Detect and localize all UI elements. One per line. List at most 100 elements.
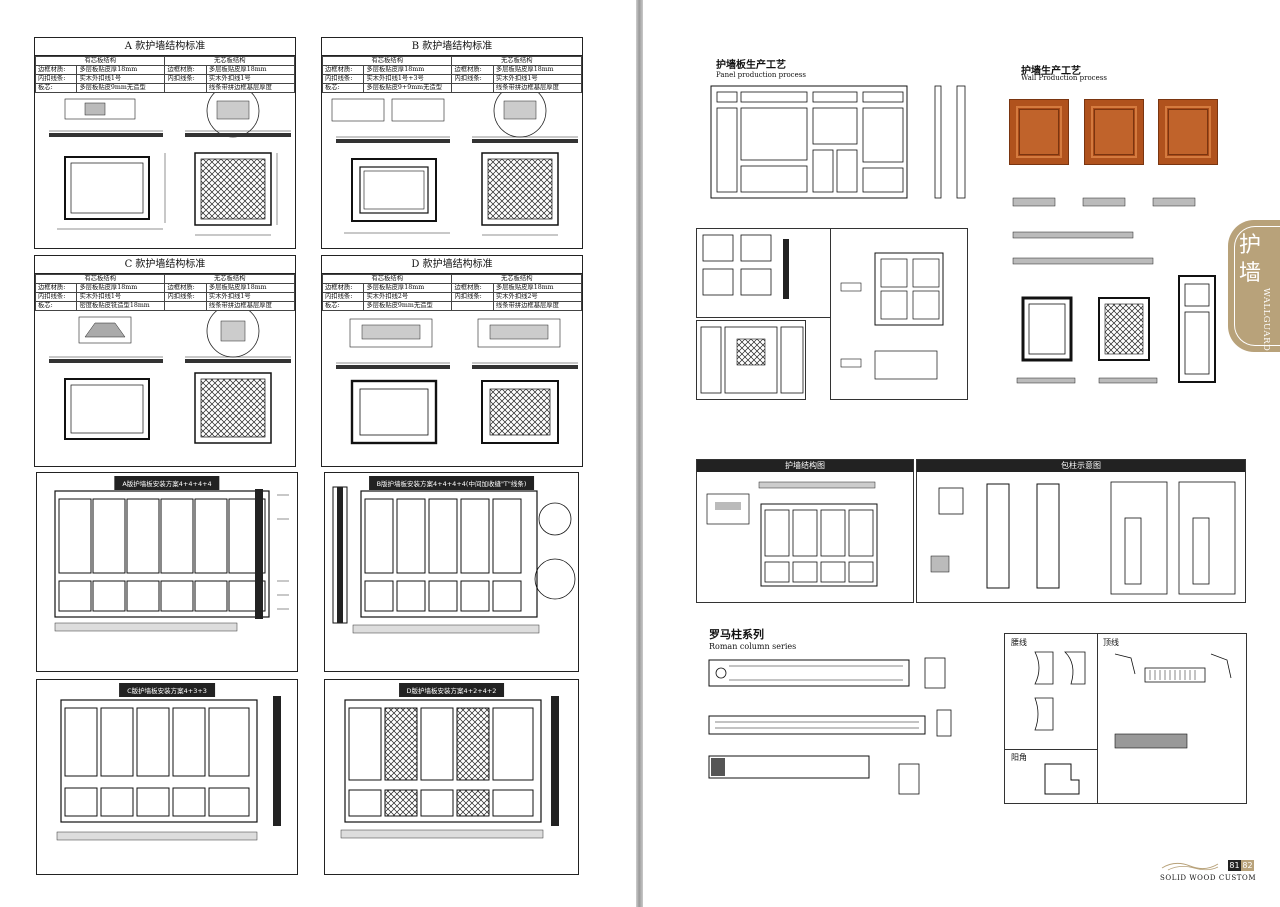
spec-cell: 多层板贴皮厚18mm (363, 65, 453, 75)
spec-cell: 实木外扣线1号 (76, 292, 166, 302)
install-detail-drawing (702, 234, 789, 299)
page-number-left: 81 (1228, 860, 1241, 871)
panel-process-subtitle: Panel production process (716, 71, 806, 79)
footer-brand: SOLID WOOD CUSTOM (1160, 858, 1256, 886)
column-wrap-box: 包柱示意图 (916, 459, 1246, 603)
spec-cell: 实木外扣线2号 (492, 292, 583, 302)
install-elevation-drawing (332, 486, 576, 634)
brand-wave-icon (1161, 862, 1219, 871)
column-wrap-bar: 包柱示意图 (917, 460, 1245, 472)
install-title-d: D版护墙板安装方案4+2+4+2 (398, 683, 505, 697)
wall-process-title: 护墙生产工艺 (1021, 66, 1081, 77)
door-sample-3 (1158, 99, 1218, 165)
spec-drawing-b (322, 93, 582, 243)
spec-cell: 多层板贴皮厚18mm (76, 65, 166, 75)
spec-title-b: B 款护墙结构标准 (322, 38, 582, 56)
panel-elevation-drawing (331, 93, 578, 236)
install-elevation-drawing (340, 696, 559, 839)
panel-elevation-drawing (49, 311, 291, 444)
moulding-drawing (1034, 651, 1232, 795)
spec-title-d: D 款护墙结构标准 (322, 256, 582, 274)
brand-text: SOLID WOOD CUSTOM (1160, 874, 1257, 882)
book-gutter (636, 0, 643, 907)
roman-column-title: 罗马柱系列 (709, 628, 764, 641)
spec-cell: 多层板贴皮厚18mm (205, 65, 296, 75)
wall-production-drawing (1012, 197, 1216, 384)
spec-cell: 边框材质: (34, 283, 78, 293)
panel-elevation-drawing (336, 318, 578, 445)
install-drawing-d: D版护墙板安装方案4+2+4+2 (324, 679, 579, 875)
door-sample-2 (1084, 99, 1144, 165)
spec-panel-a: A 款护墙结构标准 有芯板结构 无芯板结构 边框材质: 多层板贴皮厚18mm 边… (34, 37, 296, 249)
spec-title-c: C 款护墙结构标准 (35, 256, 295, 274)
moulding-divider-v (1097, 634, 1098, 804)
tab-cn-char-1: 护 (1238, 233, 1261, 258)
install-title-c: C版护墙板安装方案4+3+3 (119, 683, 215, 697)
spec-cell: 实木外扣线1号 (205, 292, 296, 302)
spec-title-a: A 款护墙结构标准 (35, 38, 295, 56)
spec-col-right: 无芯板结构 (164, 56, 295, 66)
spec-cell (164, 301, 207, 311)
column-wrap-drawing (930, 481, 1236, 595)
left-page: A 款护墙结构标准 有芯板结构 无芯板结构 边框材质: 多层板贴皮厚18mm 边… (0, 0, 636, 907)
spec-cell: 内扣线条: (321, 292, 365, 302)
tab-cn-char-2: 墙 (1238, 261, 1261, 286)
spec-cell: 实木外扣线1号 (205, 74, 296, 84)
install-panel-drawing (700, 326, 804, 394)
spec-cell: 内扣线条: (451, 292, 494, 302)
spec-table-b: 有芯板结构 无芯板结构 边框材质: 多层板贴皮厚18mm 边框材质: 多层板贴皮… (321, 56, 583, 93)
spec-cell: 多层板贴皮厚18mm (492, 65, 583, 75)
waist-line-label: 腰线 (1011, 638, 1027, 647)
spec-cell: 多层板贴皮厚18mm (492, 283, 583, 293)
spec-cell: 边框材质: (321, 283, 365, 293)
spec-cell: 多层板贴皮9mm无造型 (76, 83, 166, 93)
spec-cell: 实木外扣线1号 (76, 74, 166, 84)
spec-cell: 实木外扣线1号 (492, 74, 583, 84)
spec-cell: 边框材质: (164, 283, 207, 293)
spec-cell (451, 301, 494, 311)
roman-column-drawing (708, 657, 952, 795)
spec-cell: 板芯: (34, 301, 78, 311)
spec-cell: 内扣线条: (164, 74, 207, 84)
panel-production-drawing (710, 85, 966, 199)
spec-cell: 内扣线条: (34, 292, 78, 302)
top-line-label: 顶线 (1103, 638, 1119, 647)
page-number-right: 82 (1241, 860, 1254, 871)
spec-drawing-d (322, 311, 582, 461)
wall-process-subtitle: Wall Production process (1021, 74, 1107, 82)
spec-panel-d: D 款护墙结构标准 有芯板结构 无芯板结构 边框材质: 多层板贴皮厚18mm 边… (321, 255, 583, 467)
panel-process-title: 护墙板生产工艺 (716, 60, 786, 71)
spec-drawing-a (35, 93, 295, 243)
spec-cell (451, 83, 494, 93)
spec-cell: 线条带拼边框基层厚度 (492, 301, 583, 311)
roman-column-subtitle: Roman column series (709, 642, 797, 651)
spec-cell: 多层板贴皮9mm无造型 (363, 301, 453, 311)
structure-diagram-drawing (706, 481, 878, 587)
spec-cell: 实木外扣线2号 (363, 292, 453, 302)
install-drawing-a: A版护墙板安装方案4+4+4+4 (36, 472, 298, 672)
spec-table-c: 有芯板结构 无芯板结构 边框材质: 多层板贴皮厚18mm 边框材质: 多层板贴皮… (34, 274, 296, 311)
spec-table-a: 有芯板结构 无芯板结构 边框材质: 多层板贴皮厚18mm 边框材质: 多层板贴皮… (34, 56, 296, 93)
spec-drawing-c (35, 311, 295, 461)
install-drawing-b: B版护墙板安装方案4+4+4+4(中间加收缝"T"线条) (324, 472, 579, 672)
moulding-box: 腰线 顶线 阳角 (1004, 633, 1247, 804)
spec-cell: 线条带拼边框基层厚度 (205, 301, 296, 311)
spec-cell: 边框材质: (451, 65, 494, 75)
spec-panel-c: C 款护墙结构标准 有芯板结构 无芯板结构 边框材质: 多层板贴皮厚18mm 边… (34, 255, 296, 467)
spec-col-left: 有芯板结构 (34, 56, 166, 66)
spec-cell: 板芯: (321, 301, 365, 311)
spec-cell: 边框材质: (164, 65, 207, 75)
spec-cell: 密度板贴皮铣造型18mm (76, 301, 166, 311)
structure-diagram-box: 护墙结构图 (696, 459, 914, 603)
spec-cell: 多层板贴皮9+9mm无造型 (363, 83, 453, 93)
spec-cell: 多层板贴皮厚18mm (205, 283, 296, 293)
spec-col-right: 无芯板结构 (451, 56, 582, 66)
install-layout-drawing (840, 252, 944, 380)
spec-cell: 内扣线条: (321, 74, 365, 84)
spec-cell: 线条带拼边框基层厚度 (492, 83, 583, 93)
tab-cn-label: 护 墙 (1237, 232, 1263, 288)
install-title-b: B版护墙板安装方案4+4+4+4(中间加收缝"T"线条) (368, 476, 535, 490)
spec-col-left: 有芯板结构 (34, 274, 166, 284)
moulding-divider-h (1005, 749, 1097, 750)
spec-cell: 边框材质: (34, 65, 78, 75)
